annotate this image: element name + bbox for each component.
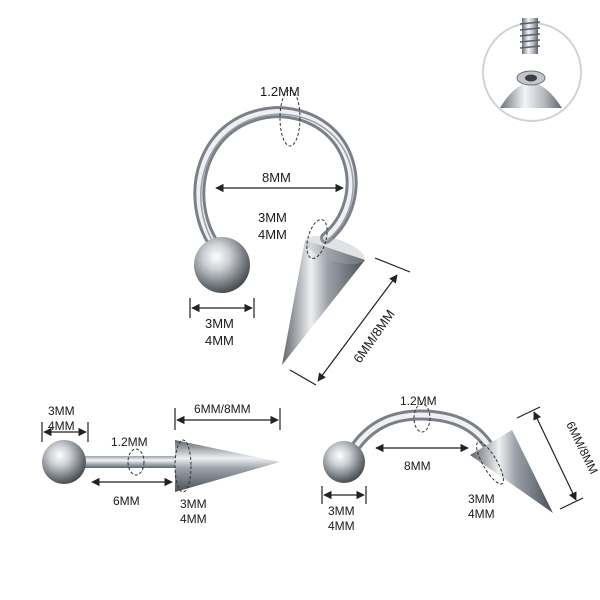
horseshoe-gauge-label: 1.2MM — [260, 84, 300, 99]
curved-bar-length-label: 8MM — [404, 459, 431, 473]
curved-spike-base-line2: 4MM — [468, 507, 495, 521]
curved-gauge-label: 1.2MM — [400, 394, 437, 408]
straight-ball-size-line1: 3MM — [48, 404, 75, 418]
horseshoe-ring — [193, 105, 358, 256]
horseshoe-spike-length-label: 6MM/8MM — [350, 307, 397, 366]
horseshoe-ball-size-line1: 3MM — [205, 316, 234, 331]
curved-barbell-ball — [323, 441, 365, 483]
straight-spike-base-line1: 3MM — [180, 497, 207, 511]
internal-thread-icon — [500, 18, 562, 108]
curved-barbell-bar — [346, 409, 496, 458]
horseshoe-spike — [282, 235, 365, 365]
straight-gauge-label: 1.2MM — [111, 435, 148, 449]
straight-ball-size-line2: 4MM — [48, 419, 75, 433]
curved-barbell-spike — [470, 430, 553, 513]
curved-spike-length-label: 6MM/8MM — [563, 419, 600, 476]
horseshoe-spike-base-line2: 4MM — [258, 227, 287, 242]
curved-ball-size-line1: 3MM — [328, 504, 355, 518]
straight-barbell-ball — [42, 440, 86, 484]
straight-barbell-spike — [175, 440, 280, 492]
straight-bar-length-label: 6MM — [113, 494, 140, 508]
straight-spike-base-line2: 4MM — [180, 512, 207, 526]
curved-ball-size-line2: 4MM — [328, 519, 355, 533]
thread-inset — [482, 18, 582, 122]
curved-spike-base-line1: 3MM — [468, 492, 495, 506]
straight-spike-length-label: 6MM/8MM — [194, 402, 251, 416]
straight-barbell-bar — [78, 456, 180, 468]
horseshoe-diameter-label: 8MM — [262, 170, 291, 185]
horseshoe-ball-size-line2: 4MM — [205, 333, 234, 348]
horseshoe-ball — [194, 237, 250, 293]
horseshoe-spike-base-line1: 3MM — [258, 210, 287, 225]
